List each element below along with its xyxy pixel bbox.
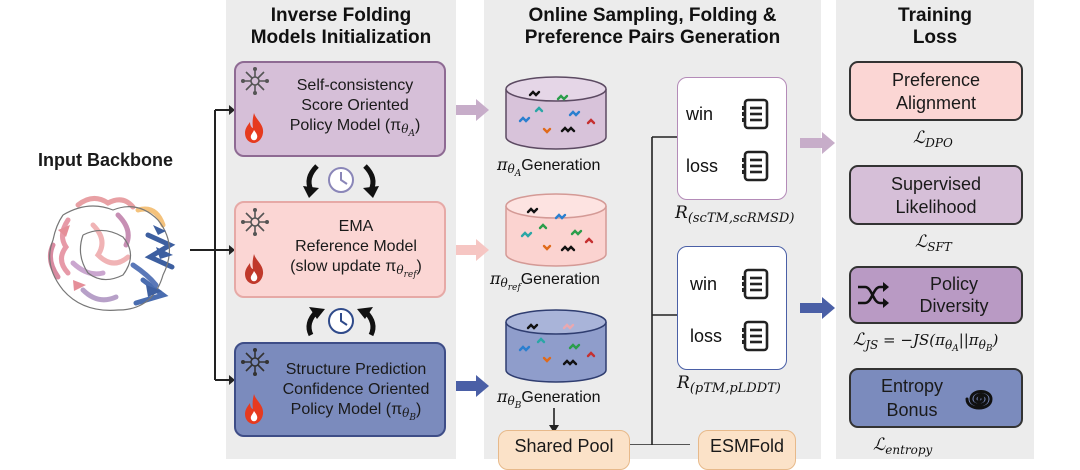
shared-pool-box[interactable]: Shared Pool [498, 430, 630, 470]
document-icon [742, 268, 769, 300]
reward-label-1: R(scTM,scRMSD) [675, 203, 795, 226]
preference-pairs-box-1[interactable] [677, 77, 787, 200]
sample-cylinder-b [505, 309, 607, 383]
reward-label-2: R(pTM,pLDDT) [677, 373, 781, 396]
spiral-icon [965, 390, 993, 410]
arrow-a-to-sampling [456, 99, 489, 121]
gen-label-a: πθAGeneration [497, 155, 601, 179]
loss-label-js: ℒJS = −JS(πθA||πθB) [853, 330, 999, 354]
loss-label-2: loss [690, 326, 723, 346]
panel3-title: Training Loss [898, 5, 972, 48]
panel2-title: Online Sampling, Folding & Preference Pa… [524, 5, 781, 48]
network-icon [241, 348, 269, 376]
policy-model-a-box[interactable] [234, 61, 446, 157]
sample-cylinder-a [505, 76, 607, 150]
input-backbone-title: Input Backbone [38, 150, 174, 170]
gen-label-b: πθBGeneration [497, 387, 601, 411]
fire-icon [245, 394, 264, 424]
loss-label-1: loss [686, 156, 719, 176]
ema-reference-model-box[interactable] [234, 201, 446, 298]
policy-model-b-box[interactable] [234, 342, 446, 437]
shuffle-icon [858, 282, 889, 308]
loss-label-dpo: ℒDPO [913, 128, 953, 150]
arrow-pairs1-to-loss [800, 132, 835, 154]
backbone-connectors [190, 105, 235, 385]
arrow-ref-to-sampling [456, 239, 489, 261]
win-label-1: win [686, 104, 714, 124]
entropy-bonus-box[interactable] [849, 368, 1023, 428]
document-icon [742, 150, 769, 182]
preference-pairs-box-2[interactable] [677, 246, 787, 370]
loss-label-entropy: ℒentropy [873, 435, 933, 457]
network-icon [241, 67, 269, 95]
policy-model-b-text: Structure Prediction Confidence Oriented… [282, 361, 430, 423]
gen-label-ref: πθrefGeneration [490, 269, 600, 293]
arrow-pairs2-to-loss [800, 297, 835, 319]
arrow-to-shared-pool [549, 408, 559, 433]
fire-icon [245, 113, 264, 143]
protein-backbone-image [47, 196, 176, 311]
sync-arrows-top [303, 164, 379, 198]
sync-arrows-bottom [306, 307, 376, 337]
esmfold-box[interactable]: ESMFold [698, 430, 796, 470]
ema-reference-model-text: EMA Reference Model (slow update πθref) [290, 218, 422, 280]
win-label-2: win [690, 274, 718, 294]
panel1-title: Inverse Folding Models Initialization [250, 5, 432, 48]
loss-label-sft: ℒSFT [915, 232, 952, 254]
document-icon [742, 98, 769, 130]
sample-cylinder-ref [505, 193, 607, 267]
policy-diversity-box[interactable] [849, 266, 1023, 324]
policy-model-a-text: Self-consistency Score Oriented Policy M… [289, 77, 421, 139]
fire-icon [245, 254, 264, 284]
document-icon [742, 320, 769, 352]
arrow-b-to-sampling [456, 375, 489, 397]
network-icon [241, 208, 269, 236]
